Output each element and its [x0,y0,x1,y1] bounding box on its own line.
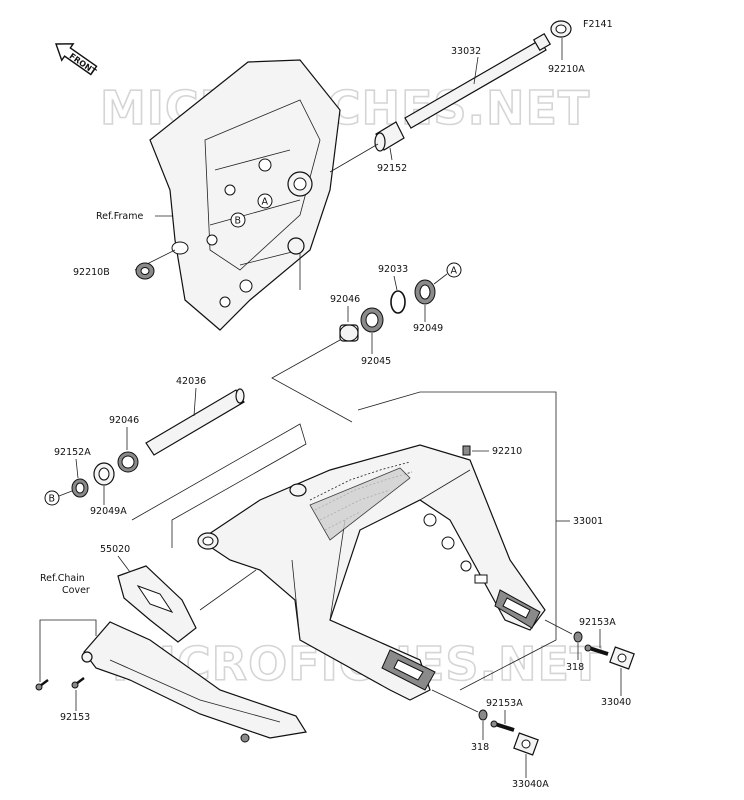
part-318-right: 318 [566,662,584,673]
ref-chain-label: Ref.Chain [40,573,85,584]
part-92046-mid: 92046 [109,415,139,426]
seal-92049a [93,462,115,486]
adjuster-bolt-92153a-right [584,644,609,656]
part-f2141: F2141 [583,19,613,30]
ref-frame-label: Ref.Frame [96,211,143,222]
part-92210: 92210 [492,446,522,457]
leader-upper-bearings [271,339,353,423]
plate-33040 [609,646,635,670]
part-92210b: 92210B [73,267,110,278]
part-92153: 92153 [60,712,90,723]
callout-a-seal: A [446,262,462,278]
part-92152a: 92152A [54,447,91,458]
bolt-92153-left [35,679,49,691]
callout-a-text: A [262,197,269,208]
nut-92210b [135,262,155,280]
bearing-92046-top [339,324,359,342]
front-arrow-icon: FRONT [55,43,98,77]
nut-318-bottom [478,709,488,721]
leader-bottom-adjuster [431,689,479,713]
seal-92049 [414,279,436,305]
leader-mid-bearings [131,423,307,548]
bearing-92045 [360,307,384,333]
nut-92210a [550,20,572,38]
callout-a-seal-text: A [451,266,458,277]
callout-b-frame: B [230,212,246,228]
callout-b-collar-text: B [49,494,56,505]
ref-cover-label: Cover [62,585,90,596]
part-318-bottom: 318 [471,742,489,753]
chain-cover-grommet [81,651,93,663]
chain-cover-leader [39,619,97,682]
part-33032: 33032 [451,46,481,57]
part-55020: 55020 [100,544,130,555]
part-33040a: 33040A [512,779,549,790]
sleeve-42036 [145,388,245,456]
swingarm-bracket-line [357,391,557,691]
swingarm-33001 [197,444,546,701]
chain-guide-55020 [117,565,197,643]
part-92153a-right: 92153A [579,617,616,628]
leader-right-adjuster [544,619,573,635]
part-92049: 92049 [413,323,443,334]
part-92152: 92152 [377,163,407,174]
bolt-92153-right [71,677,85,689]
part-92046-top: 92046 [330,294,360,305]
part-92033: 92033 [378,264,408,275]
collar-92152 [374,121,405,152]
pivot-shaft-33032 [404,32,552,129]
chain-cover-ref [83,621,307,739]
callout-a-frame: A [257,193,273,209]
plate-33040a [513,732,539,756]
adjuster-bolt-92153a-bottom [490,720,515,732]
part-92049a: 92049A [90,506,127,517]
part-92210a: 92210A [548,64,585,75]
part-33040: 33040 [601,697,631,708]
collar-92152a [71,478,89,498]
nut-318-right [573,631,583,643]
frame-drawing [134,59,341,331]
part-92045: 92045 [361,356,391,367]
part-42036: 42036 [176,376,206,387]
callout-b-collar: B [44,490,60,506]
part-92153a-bottom: 92153A [486,698,523,709]
bolt-92210 [462,445,471,456]
chain-cover-bolt-bottom [240,733,250,743]
circlip-92033 [390,290,406,314]
callout-b-text: B [235,216,242,227]
leader-chain-guide [199,569,257,611]
part-33001: 33001 [573,516,603,527]
bearing-92046-mid [117,451,139,473]
